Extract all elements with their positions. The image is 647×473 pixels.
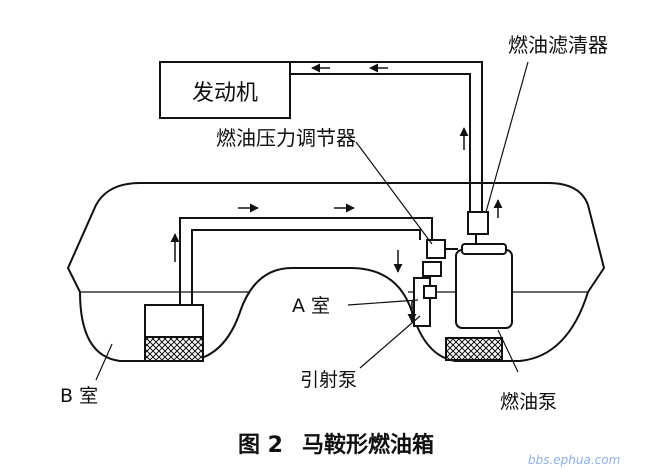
left-strainer <box>144 336 204 362</box>
transfer-pipe-inner <box>191 229 421 305</box>
chamber-a-label: A 室 <box>292 295 330 317</box>
fuel-filter-box <box>467 211 489 235</box>
leader-fuel-pump <box>497 329 519 373</box>
fuel-pump-label: 燃油泵 <box>500 391 557 413</box>
feed-pipe-inner <box>290 61 483 212</box>
leader-jet-pump <box>359 315 421 369</box>
chamber-b-label: B 室 <box>60 385 98 407</box>
pressure-regulator-box <box>426 239 446 259</box>
watermark-text: bbs.ephua.com <box>528 453 620 467</box>
transfer-pipe-outer <box>179 217 433 305</box>
pressure-regulator-label: 燃油压力调节器 <box>216 126 356 150</box>
jet-pump-label: 引射泵 <box>300 369 357 391</box>
engine-label: 发动机 <box>192 81 258 106</box>
figure-title: 马鞍形燃油箱 <box>302 432 434 458</box>
right-strainer <box>445 337 503 361</box>
feed-pipe-outer <box>290 73 471 212</box>
leader-chamber-a <box>347 299 419 306</box>
pressure-regulator-lower <box>422 261 442 277</box>
jet-pump-nozzle <box>423 285 437 299</box>
fuel-pump-body <box>455 249 513 329</box>
leader-chamber-b <box>95 343 113 381</box>
left-pickup-box <box>144 304 204 338</box>
leader-regulator <box>355 141 433 245</box>
leader-filter <box>485 61 529 213</box>
fuel-filter-label: 燃油滤清器 <box>508 33 608 57</box>
fuel-pump-cap <box>461 243 507 255</box>
figure-number: 图 2 <box>238 433 283 458</box>
engine-box <box>159 61 291 119</box>
